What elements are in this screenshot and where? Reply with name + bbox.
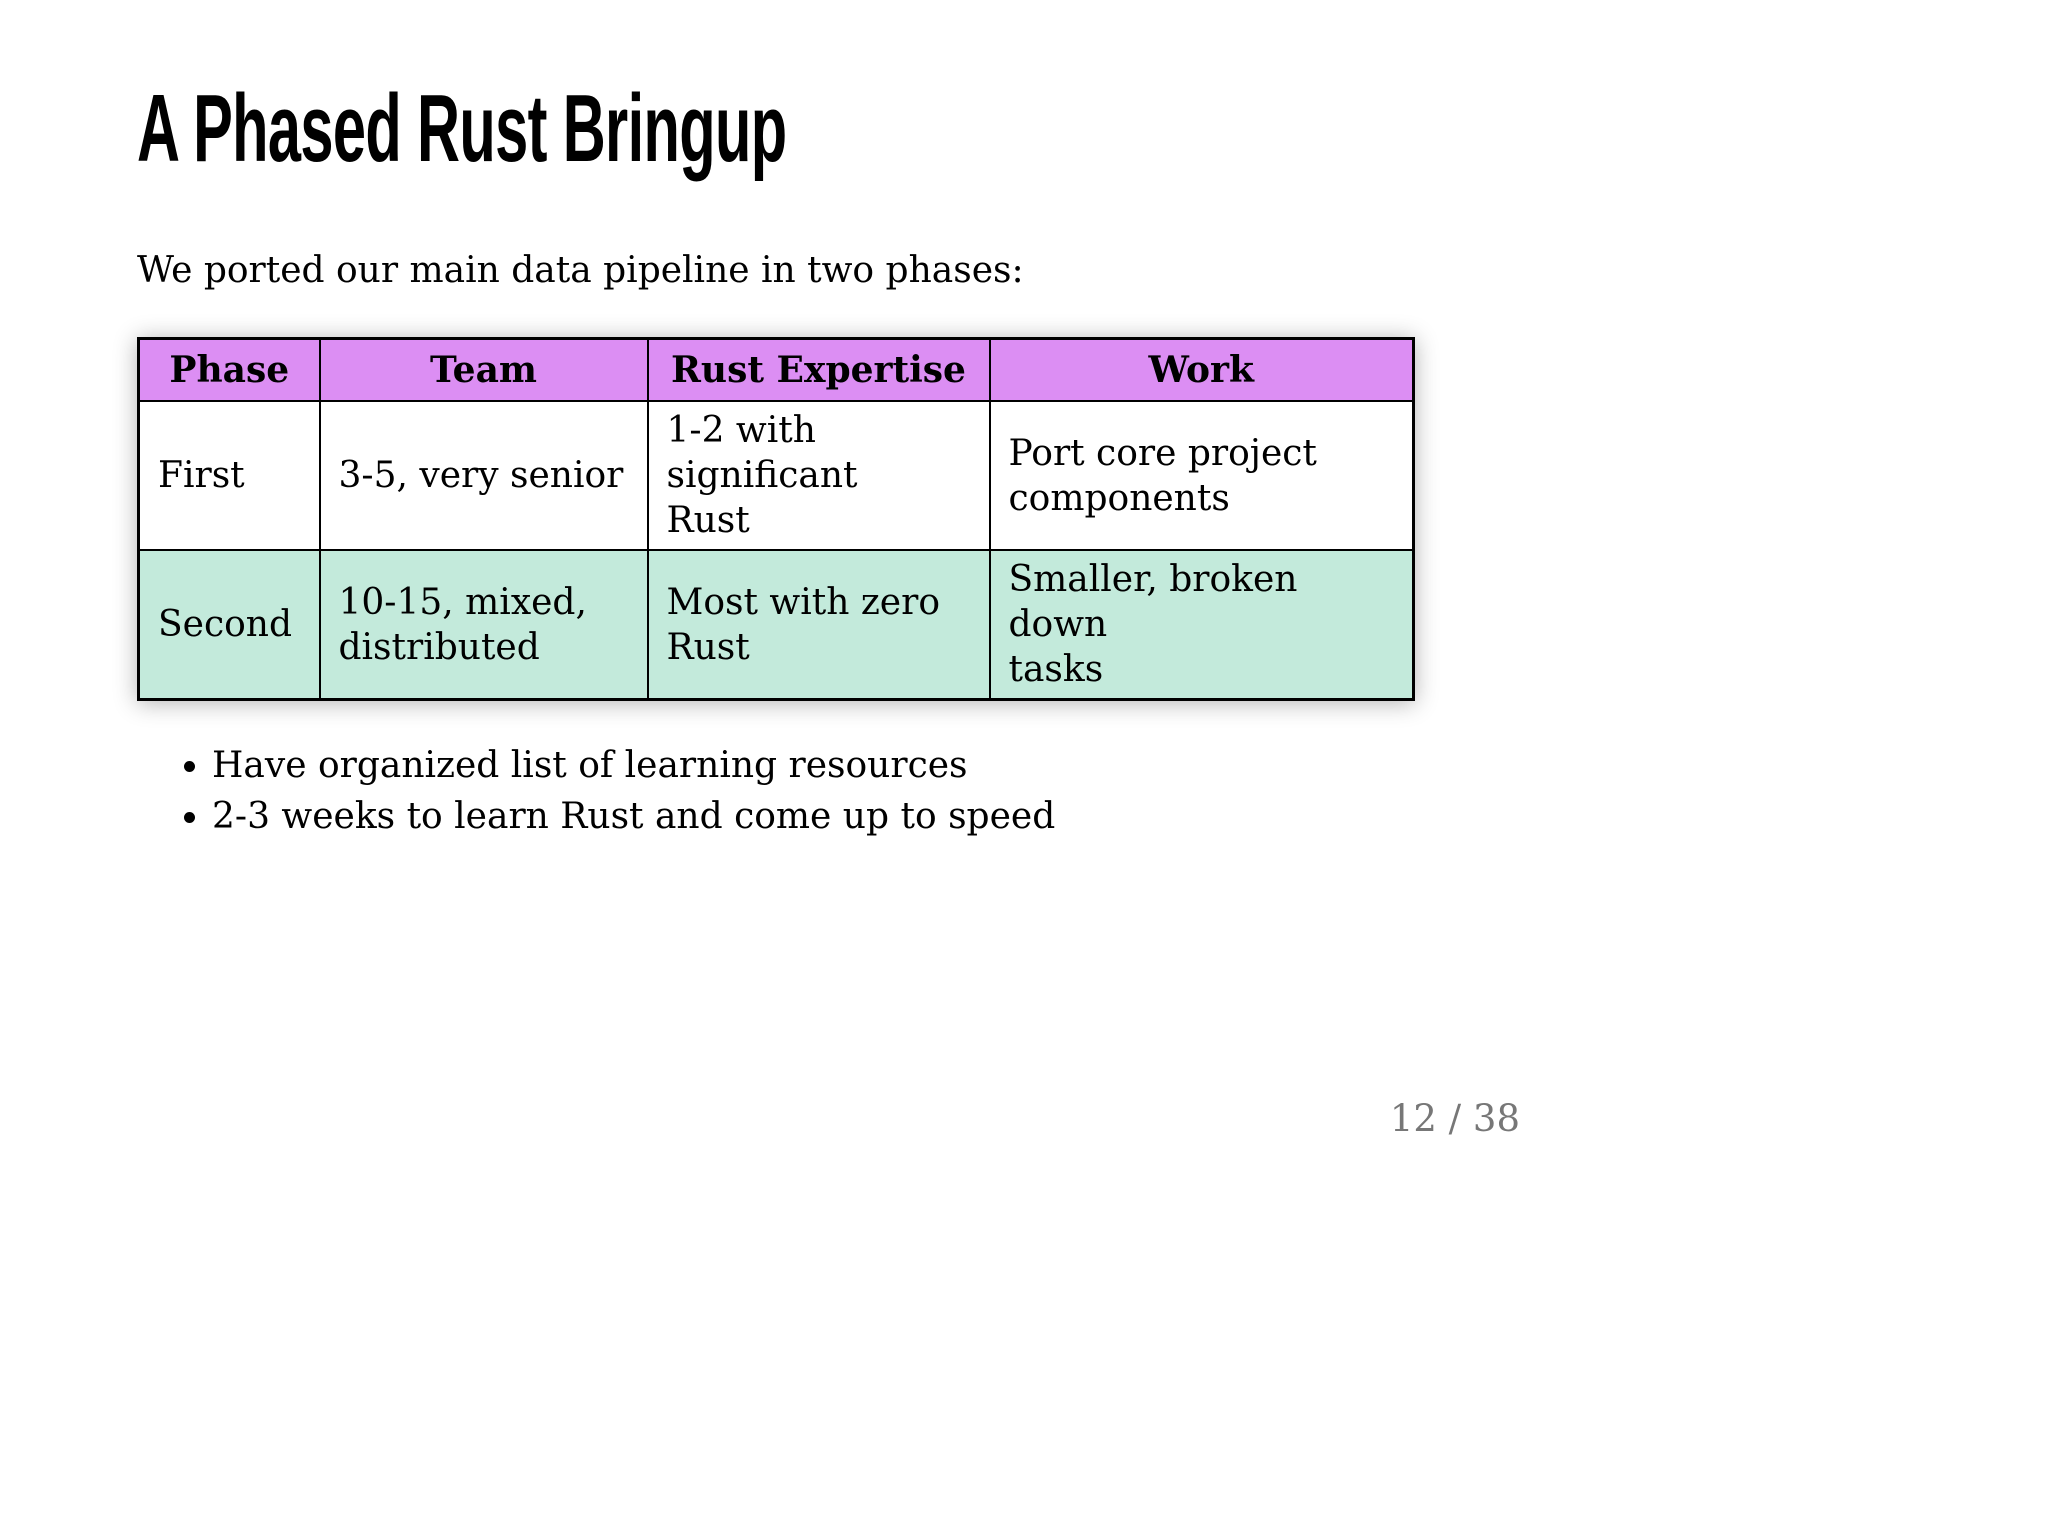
cell-first-rust-expertise: 1-2 with significant Rust [646, 400, 991, 552]
cell-second-phase: Second [137, 549, 321, 701]
cell-first-team: 3-5, very senior [318, 400, 649, 552]
intro-text: We ported our main data pipeline in two … [137, 250, 1024, 291]
table-row-first: First 3-5, very senior 1-2 with signific… [137, 400, 1415, 552]
list-item: Have organized list of learning resource… [212, 741, 2048, 791]
cell-second-work: Smaller, broken down tasks [988, 549, 1415, 701]
cell-second-team: 10-15, mixed, distributed [318, 549, 649, 701]
cell-first-phase: First [137, 400, 321, 552]
phases-table: Phase Team Rust Expertise Work First 3-5… [137, 337, 1415, 702]
header-cell-phase: Phase [137, 337, 321, 403]
page-title: A Phased Rust Bringup [137, 75, 787, 182]
slide-number: 12 / 38 [1389, 1097, 1520, 1140]
cell-first-work: Port core project components [988, 400, 1415, 552]
header-cell-rust-expertise: Rust Expertise [646, 337, 991, 403]
header-cell-team: Team [318, 337, 649, 403]
bullet-list: Have organized list of learning resource… [137, 741, 2048, 842]
table-row-second: Second 10-15, mixed, distributed Most wi… [137, 549, 1415, 701]
cell-second-rust-expertise: Most with zero Rust [646, 549, 991, 701]
list-item: 2-3 weeks to learn Rust and come up to s… [212, 792, 2048, 842]
header-cell-work: Work [988, 337, 1415, 403]
table-header-row: Phase Team Rust Expertise Work [137, 337, 1415, 403]
